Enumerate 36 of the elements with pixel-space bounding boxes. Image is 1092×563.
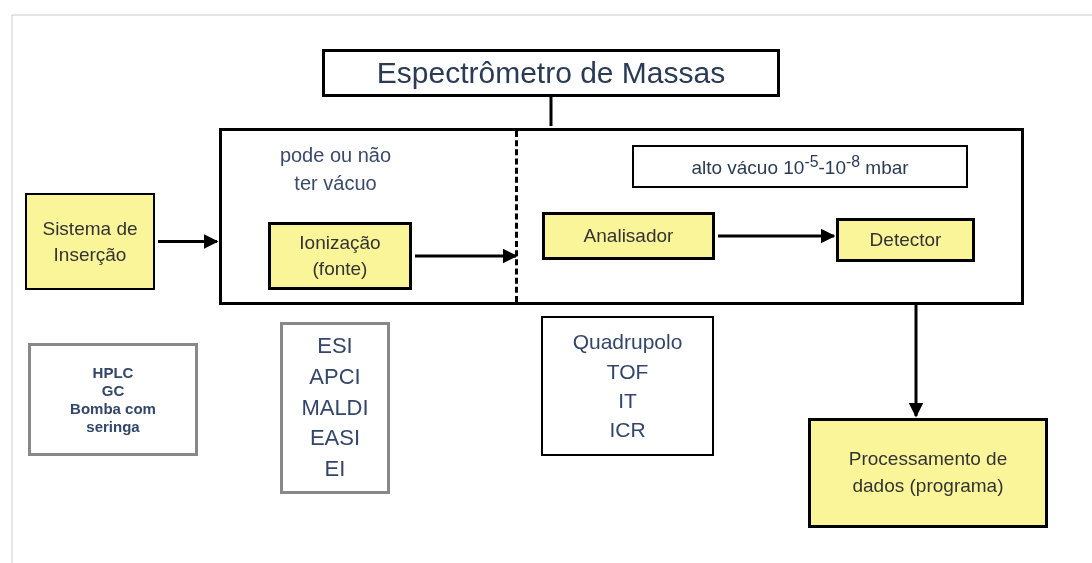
node-label: HPLC bbox=[92, 363, 134, 382]
node-label: Quadrupolo bbox=[572, 329, 683, 356]
note-box bbox=[632, 145, 968, 188]
node-label: IT bbox=[618, 388, 637, 414]
list-box bbox=[28, 343, 198, 456]
node-label: ICR bbox=[609, 417, 646, 444]
node-label: MALDI bbox=[301, 393, 369, 422]
instrument-box bbox=[219, 128, 1024, 305]
node-label: EASI bbox=[309, 424, 361, 453]
node-label: Espectrômetro de Massas bbox=[376, 56, 726, 90]
process-box bbox=[808, 418, 1048, 528]
process-box bbox=[542, 212, 715, 260]
process-box bbox=[25, 193, 155, 290]
node-label: GC bbox=[101, 381, 125, 400]
list-box bbox=[541, 316, 714, 456]
process-box bbox=[268, 222, 412, 290]
connector-line bbox=[549, 97, 553, 126]
process-box bbox=[836, 218, 975, 262]
node-label: Bomba com seringa bbox=[69, 399, 157, 436]
arrow bbox=[908, 305, 924, 418]
node-label: Processamento de dados (programa) bbox=[847, 447, 1009, 498]
node-label: APCI bbox=[309, 362, 361, 391]
arrow bbox=[158, 234, 219, 249]
node-label: Analisador bbox=[583, 225, 674, 247]
node-label: TOF bbox=[606, 358, 649, 385]
arrow bbox=[718, 228, 836, 244]
node-label: Ionização (fonte) bbox=[298, 231, 382, 281]
node-label: ESI bbox=[317, 332, 353, 360]
node-label: Sistema de Inserção bbox=[41, 216, 139, 267]
node-label: alto vácuo 10$^{-5}$-10$^{-8}$ mbar bbox=[691, 153, 909, 180]
region-caption: pode ou não ter vácuo bbox=[278, 143, 393, 196]
list-box bbox=[280, 322, 390, 494]
node-label: Detector bbox=[869, 229, 942, 251]
arrow bbox=[415, 248, 518, 264]
node-label: EI bbox=[324, 455, 346, 484]
heading-box bbox=[322, 49, 780, 97]
